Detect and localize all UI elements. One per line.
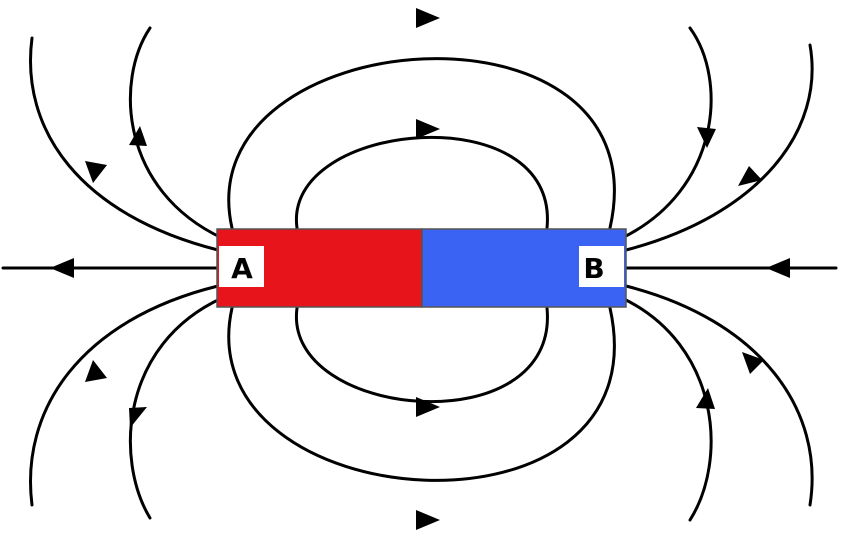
arrow-right-bottom-outer: [742, 352, 764, 374]
arrow-left-bottom-outer: [85, 360, 107, 382]
pole-label-a-background: [219, 246, 264, 287]
arrow-left-top-inner: [129, 126, 147, 146]
field-line-right-bottom-inner: [620, 296, 713, 522]
arrow-outer-top: [416, 8, 440, 28]
field-line-right-top-inner: [620, 26, 713, 240]
field-line-outer-top: [227, 57, 616, 230]
field-line-inner-bottom: [295, 306, 549, 404]
arrow-inner-top: [416, 119, 440, 139]
field-line-left-bottom-inner: [128, 296, 224, 520]
pole-label-b: B: [583, 252, 604, 285]
arrow-outer-bottom: [416, 510, 440, 530]
bar-magnet: A B: [216, 228, 627, 308]
field-line-right-bottom-outer: [624, 284, 814, 507]
pole-label-b-background: [579, 246, 624, 287]
arrow-right-top-inner: [697, 127, 716, 148]
arrow-inner-bottom: [416, 397, 440, 417]
arrow-axis-right: [766, 258, 790, 278]
field-line-left-top-inner: [128, 26, 224, 240]
pole-label-a: A: [231, 252, 253, 285]
field-line-inner-top: [295, 135, 549, 230]
arrow-left-bottom-inner: [129, 407, 147, 428]
field-arrows: [50, 8, 790, 530]
arrow-right-bottom-inner: [696, 388, 715, 409]
field-line-left-bottom-outer: [29, 284, 220, 507]
field-line-left-top-outer: [29, 36, 220, 252]
field-line-right-top-outer: [624, 43, 814, 252]
arrow-left-top-outer: [85, 161, 107, 183]
arrow-right-top-outer: [738, 166, 762, 186]
arrow-axis-left: [50, 258, 74, 278]
field-line-outer-bottom: [227, 306, 616, 482]
